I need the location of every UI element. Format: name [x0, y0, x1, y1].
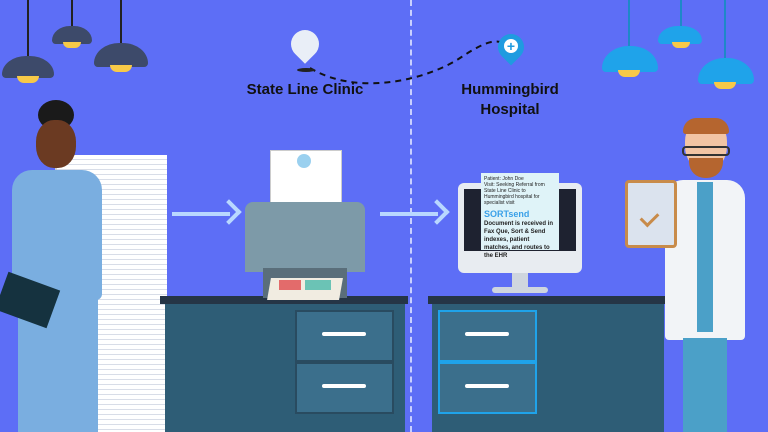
clinic-label: State Line Clinic — [246, 81, 364, 98]
lamps-left — [0, 0, 170, 90]
doctor-figure — [625, 118, 768, 432]
hospital-label: Hummingbird Hospital — [461, 81, 559, 118]
document-description: Document is received in Fax Que, Sort & … — [484, 221, 554, 259]
fax-machine — [245, 150, 365, 300]
sortsend-logo: SORTsend — [484, 209, 530, 219]
nurse-figure — [0, 100, 120, 432]
patient-line: Patient: John Doe — [484, 176, 524, 182]
arrow-right-icon — [380, 212, 438, 216]
divider-line — [410, 0, 412, 432]
lamps-right — [600, 0, 768, 100]
fax-document: Patient: John Doe Visit: Seeking Referra… — [481, 173, 559, 259]
arrow-right-icon — [172, 212, 230, 216]
route-path — [309, 40, 511, 85]
hospital-desk — [428, 296, 668, 304]
clinic-desk — [160, 296, 408, 304]
visit-line: Visit: Seeking Referral from State Line … — [484, 182, 545, 206]
clipboard — [625, 180, 677, 248]
